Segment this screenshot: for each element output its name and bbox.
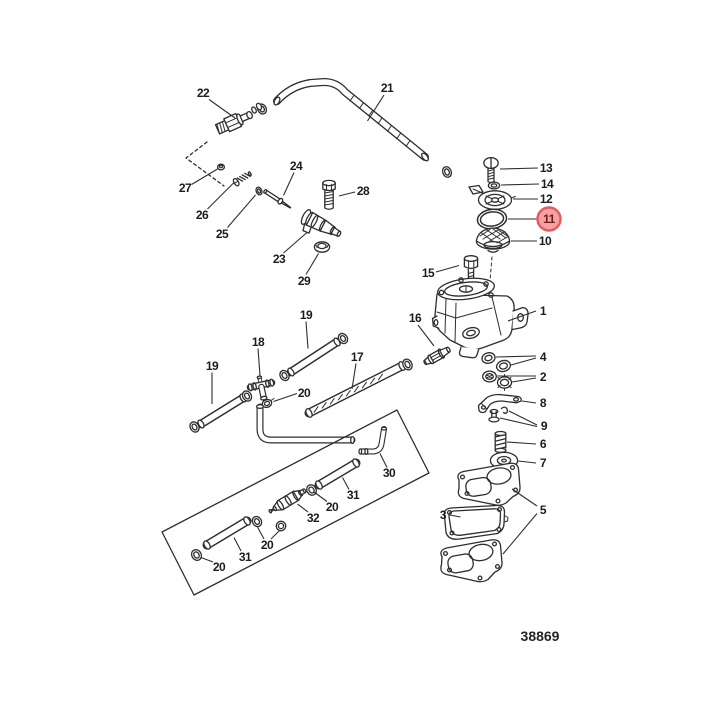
callout-19-upper[interactable]: 19 <box>300 308 314 322</box>
callout-20-tee[interactable]: 20 <box>298 386 312 400</box>
callout-20-right[interactable]: 20 <box>326 500 340 514</box>
part-bent-tube <box>255 403 356 445</box>
callout-11-highlighted[interactable]: 11 <box>543 212 556 226</box>
part-connector-body-23 <box>300 209 342 237</box>
diagram-artwork <box>161 78 529 596</box>
part-nut-29 <box>313 241 331 253</box>
inset-box <box>161 409 430 596</box>
callout-32[interactable]: 32 <box>307 511 321 525</box>
part-pin-clip-9 <box>488 406 509 423</box>
callout-3[interactable]: 3 <box>440 508 448 522</box>
part-nut-27 <box>216 163 226 171</box>
part-oring-11 <box>476 208 508 230</box>
part-clamp-ring-20-middle <box>251 515 287 532</box>
part-washers-4 <box>481 352 512 373</box>
part-cover-12 <box>468 184 516 210</box>
part-gasket-5-lower <box>440 539 503 583</box>
callout-24[interactable]: 24 <box>290 159 304 173</box>
callout-19-left[interactable]: 19 <box>206 359 220 373</box>
part-strainer-10 <box>475 227 511 288</box>
part-needle-24 <box>263 189 292 209</box>
part-hose-19-upper <box>279 332 349 382</box>
callout-15[interactable]: 15 <box>422 266 436 280</box>
callout-10[interactable]: 10 <box>539 234 553 248</box>
callout-5[interactable]: 5 <box>540 503 548 517</box>
part-fuel-pump-body-1 <box>431 277 529 359</box>
part-filter-32 <box>268 488 307 514</box>
callouts: 22 21 27 26 25 24 28 23 29 19 18 19 17 2… <box>179 81 562 574</box>
callout-1[interactable]: 1 <box>540 304 548 318</box>
callout-8[interactable]: 8 <box>540 396 548 410</box>
callout-22[interactable]: 22 <box>197 86 211 100</box>
callout-26[interactable]: 26 <box>196 208 210 222</box>
part-fitting-16 <box>423 346 451 366</box>
callout-20-far-left[interactable]: 20 <box>213 560 227 574</box>
part-rocker-arm-8 <box>477 393 522 414</box>
part-screw-13 <box>483 156 499 184</box>
part-plug-28 <box>322 179 336 210</box>
part-elbow-hose-30 <box>358 426 388 456</box>
callout-30[interactable]: 30 <box>383 466 397 480</box>
part-screw-spring-26 <box>232 171 252 187</box>
callout-20-middle[interactable]: 20 <box>261 538 275 552</box>
part-hose-31-right <box>306 458 361 496</box>
callout-2[interactable]: 2 <box>540 370 548 384</box>
callout-31-right[interactable]: 31 <box>347 488 361 502</box>
drawing-number: 38869 <box>521 628 560 644</box>
callout-12[interactable]: 12 <box>540 192 554 206</box>
callout-6[interactable]: 6 <box>540 437 548 451</box>
part-connector-22 <box>185 102 263 187</box>
part-valves-2 <box>482 370 513 391</box>
part-hose-19-left <box>189 390 253 433</box>
callout-17[interactable]: 17 <box>351 350 365 364</box>
part-oring-25 <box>255 186 263 196</box>
callout-31-left[interactable]: 31 <box>239 550 253 564</box>
part-spring-6 <box>494 430 507 454</box>
callout-25[interactable]: 25 <box>216 227 230 241</box>
leader-lines <box>191 94 540 563</box>
callout-9[interactable]: 9 <box>541 419 549 433</box>
callout-21[interactable]: 21 <box>381 81 395 95</box>
callout-13[interactable]: 13 <box>540 161 554 175</box>
callout-28[interactable]: 28 <box>357 184 371 198</box>
part-washer-14 <box>487 181 501 190</box>
callout-16[interactable]: 16 <box>409 311 423 325</box>
part-plate-3 <box>443 504 509 540</box>
callout-4[interactable]: 4 <box>540 350 548 364</box>
part-fuel-hose-21 <box>256 78 453 178</box>
callout-14[interactable]: 14 <box>541 177 555 191</box>
part-hose-31-left <box>190 516 252 561</box>
callout-29[interactable]: 29 <box>298 274 312 288</box>
part-tee-fitting-18 <box>246 375 276 409</box>
callout-18[interactable]: 18 <box>252 335 266 349</box>
callout-27[interactable]: 27 <box>179 181 193 195</box>
callout-7[interactable]: 7 <box>540 456 548 470</box>
highlight-circle[interactable] <box>536 206 562 232</box>
part-hose-17 <box>304 358 413 418</box>
part-gasket-5-upper <box>457 462 521 506</box>
callout-23[interactable]: 23 <box>273 252 287 266</box>
